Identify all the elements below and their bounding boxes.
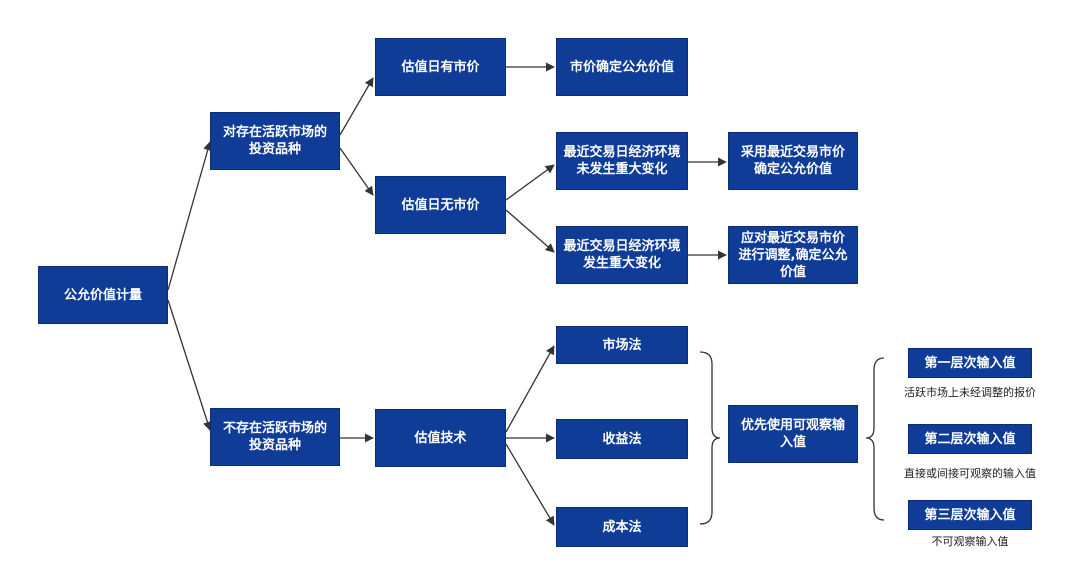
level-2-input-desc: 直接或间接可观察的输入值 [904, 467, 1036, 480]
no-change-condition-node: 最近交易日经济环境未发生重大变化 [556, 132, 688, 190]
no-price-node: 估值日无市价 [375, 176, 506, 234]
arrow-active-to-has-price [339, 77, 374, 136]
level-3-input-label: 第三层次输入值 [924, 507, 1016, 523]
root-label: 公允价值计量 [63, 287, 142, 303]
inactive-market-label: 不存在活跃市场的投资品种 [222, 421, 327, 453]
major-change-result-node: 应对最近交易市价进行调整,确定公允价值 [728, 226, 858, 284]
has-price-result-label: 市价确定公允价值 [569, 59, 674, 75]
has-price-node: 估值日有市价 [375, 38, 506, 96]
major-change-condition-label: 最近交易日经济环境发生重大变化 [563, 239, 681, 271]
root-node: 公允价值计量 [38, 266, 168, 324]
level-1-input-node: 第一层次输入值 [908, 348, 1032, 378]
arrow-root-to-inactive [167, 299, 212, 431]
method-cost-label: 成本法 [602, 519, 642, 535]
arrow-active-to-no-price [339, 147, 374, 196]
methods-brace [699, 351, 721, 525]
observable-priority-label: 优先使用可观察输入值 [740, 418, 845, 450]
no-change-condition-label: 最近交易日经济环境未发生重大变化 [563, 145, 681, 177]
valuation-technique-node: 估值技术 [375, 409, 506, 467]
no-change-result-node: 采用最近交易市价确定公允价值 [728, 132, 858, 190]
has-price-result-node: 市价确定公允价值 [556, 38, 688, 96]
inactive-market-node: 不存在活跃市场的投资品种 [210, 408, 340, 466]
method-income-node: 收益法 [556, 419, 688, 459]
no-change-result-label: 采用最近交易市价确定公允价值 [740, 145, 845, 177]
arrow-no-price-to-no-change [505, 164, 555, 201]
major-change-condition-node: 最近交易日经济环境发生重大变化 [556, 226, 688, 284]
has-price-label: 估值日有市价 [401, 59, 480, 75]
arrow-technique-to-market [505, 345, 555, 433]
arrow-technique-to-cost [505, 443, 555, 526]
major-change-result-label: 应对最近交易市价进行调整,确定公允价值 [738, 230, 848, 280]
active-market-node: 对存在活跃市场的投资品种 [210, 112, 340, 170]
level-2-input-node: 第二层次输入值 [908, 424, 1032, 454]
active-market-label: 对存在活跃市场的投资品种 [222, 125, 327, 157]
level-3-input-desc: 不可观察输入值 [931, 535, 1009, 548]
level-1-input-label: 第一层次输入值 [924, 355, 1016, 371]
method-income-label: 收益法 [602, 431, 642, 447]
level-3-input-node: 第三层次输入值 [908, 500, 1032, 530]
arrow-no-price-to-major-change [505, 209, 555, 253]
arrow-root-to-active [167, 141, 213, 291]
observable-priority-node: 优先使用可观察输入值 [728, 405, 858, 463]
method-market-label: 市场法 [602, 337, 642, 353]
level-2-input-label: 第二层次输入值 [924, 431, 1016, 447]
levels-brace [865, 357, 885, 521]
level-1-input-desc: 活跃市场上未经调整的报价 [904, 386, 1036, 399]
no-price-label: 估值日无市价 [401, 197, 480, 213]
method-market-node: 市场法 [556, 326, 688, 364]
method-cost-node: 成本法 [556, 507, 688, 547]
valuation-technique-label: 估值技术 [414, 430, 467, 446]
